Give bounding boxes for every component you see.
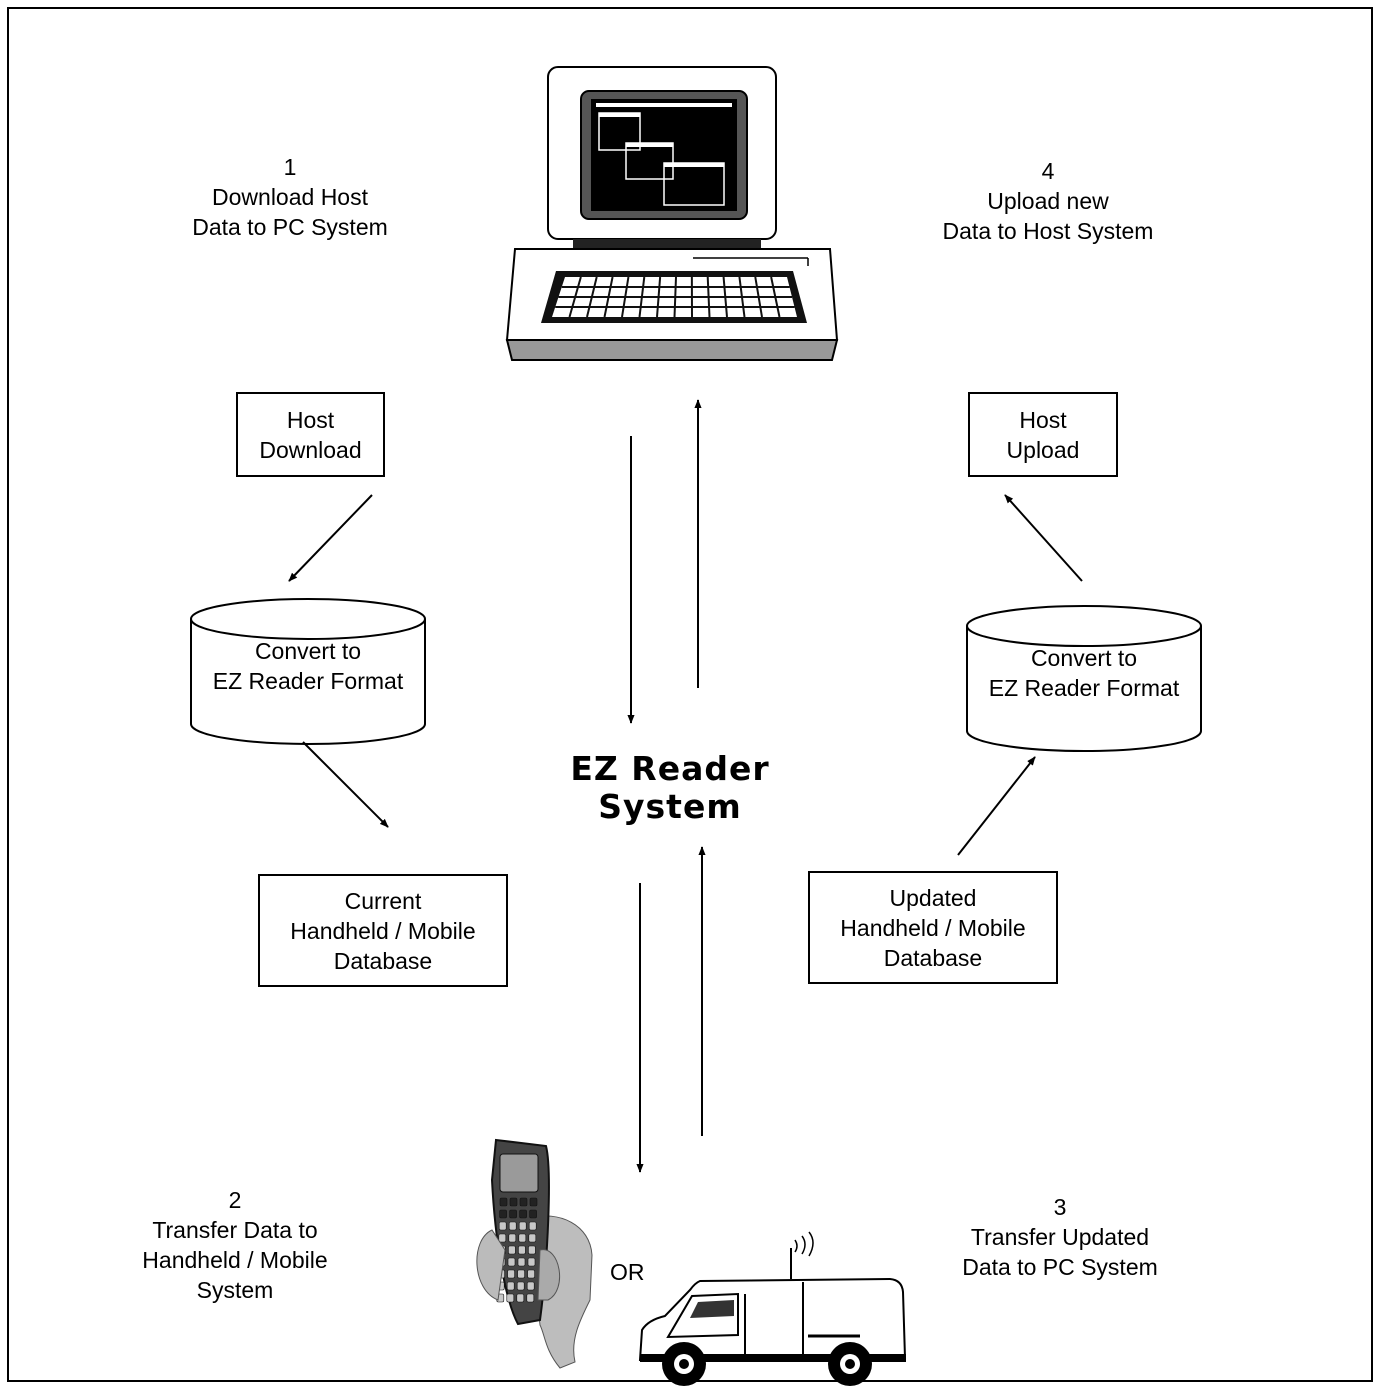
step-1-line2: Data to PC System	[192, 214, 388, 240]
host-upload-box: Host Upload	[968, 392, 1118, 477]
step-3-line1: Transfer Updated	[970, 1224, 1150, 1250]
arrow-host-download-to-convert	[288, 494, 373, 582]
host-upload-line1: Host	[1019, 406, 1067, 433]
step-2-label: 2 Transfer Data to Handheld / Mobile Sys…	[110, 1185, 360, 1305]
step-4-line2: Data to Host System	[942, 218, 1154, 244]
convert-left-label: Convert to EZ Reader Format	[191, 635, 425, 697]
step-3-line2: Data to PC System	[962, 1254, 1158, 1280]
arrow-convert-to-current-db	[302, 741, 389, 828]
computer-icon	[505, 66, 839, 361]
convert-right-label: Convert to EZ Reader Format	[967, 642, 1201, 704]
convert-right-line1: Convert to	[1030, 645, 1138, 671]
step-3-number: 3	[1053, 1194, 1067, 1220]
step-2-number: 2	[228, 1187, 242, 1213]
current-db-line1: Current	[344, 887, 422, 914]
host-download-box: Host Download	[236, 392, 385, 477]
cylinder-left	[190, 598, 426, 745]
host-upload-line2: Upload	[1006, 436, 1080, 463]
host-download-line1: Host	[286, 406, 335, 433]
center-title: EZ Reader System	[540, 750, 800, 826]
step-1-number: 1	[283, 154, 297, 180]
updated-db-line1: Updated	[889, 884, 977, 911]
host-download-line2: Download	[259, 436, 362, 463]
center-title-line2: System	[598, 787, 742, 826]
step-3-label: 3 Transfer Updated Data to PC System	[930, 1192, 1190, 1282]
step-2-line1: Transfer Data to	[152, 1217, 318, 1243]
updated-db-line2: Handheld / Mobile	[840, 914, 1026, 941]
updated-database-box: Updated Handheld / Mobile Database	[808, 871, 1058, 984]
step-4-number: 4	[1041, 158, 1055, 184]
step-2-line2: Handheld / Mobile	[142, 1247, 328, 1273]
current-db-line3: Database	[333, 947, 433, 974]
or-label: OR	[610, 1259, 645, 1285]
current-db-line2: Handheld / Mobile	[290, 917, 476, 944]
step-2-line3: System	[196, 1277, 274, 1303]
center-title-line1: EZ Reader	[570, 749, 770, 788]
step-1-label: 1 Download Host Data to PC System	[160, 152, 420, 242]
cylinder-right	[966, 605, 1202, 752]
handheld-device-icon	[476, 1138, 593, 1369]
step-4-label: 4 Upload new Data to Host System	[918, 156, 1178, 246]
current-database-box: Current Handheld / Mobile Database	[258, 874, 508, 987]
arrow-updated-db-to-convert	[957, 756, 1036, 856]
antenna-signal-icon	[794, 1231, 814, 1257]
convert-left-line1: Convert to	[254, 638, 362, 664]
arrow-convert-to-host-upload	[1004, 494, 1083, 582]
van-icon	[638, 1231, 907, 1386]
convert-left-line2: EZ Reader Format	[212, 668, 404, 694]
step-4-line1: Upload new	[987, 188, 1109, 214]
updated-db-line3: Database	[883, 944, 983, 971]
step-1-line1: Download Host	[212, 184, 368, 210]
convert-right-line2: EZ Reader Format	[988, 675, 1180, 701]
